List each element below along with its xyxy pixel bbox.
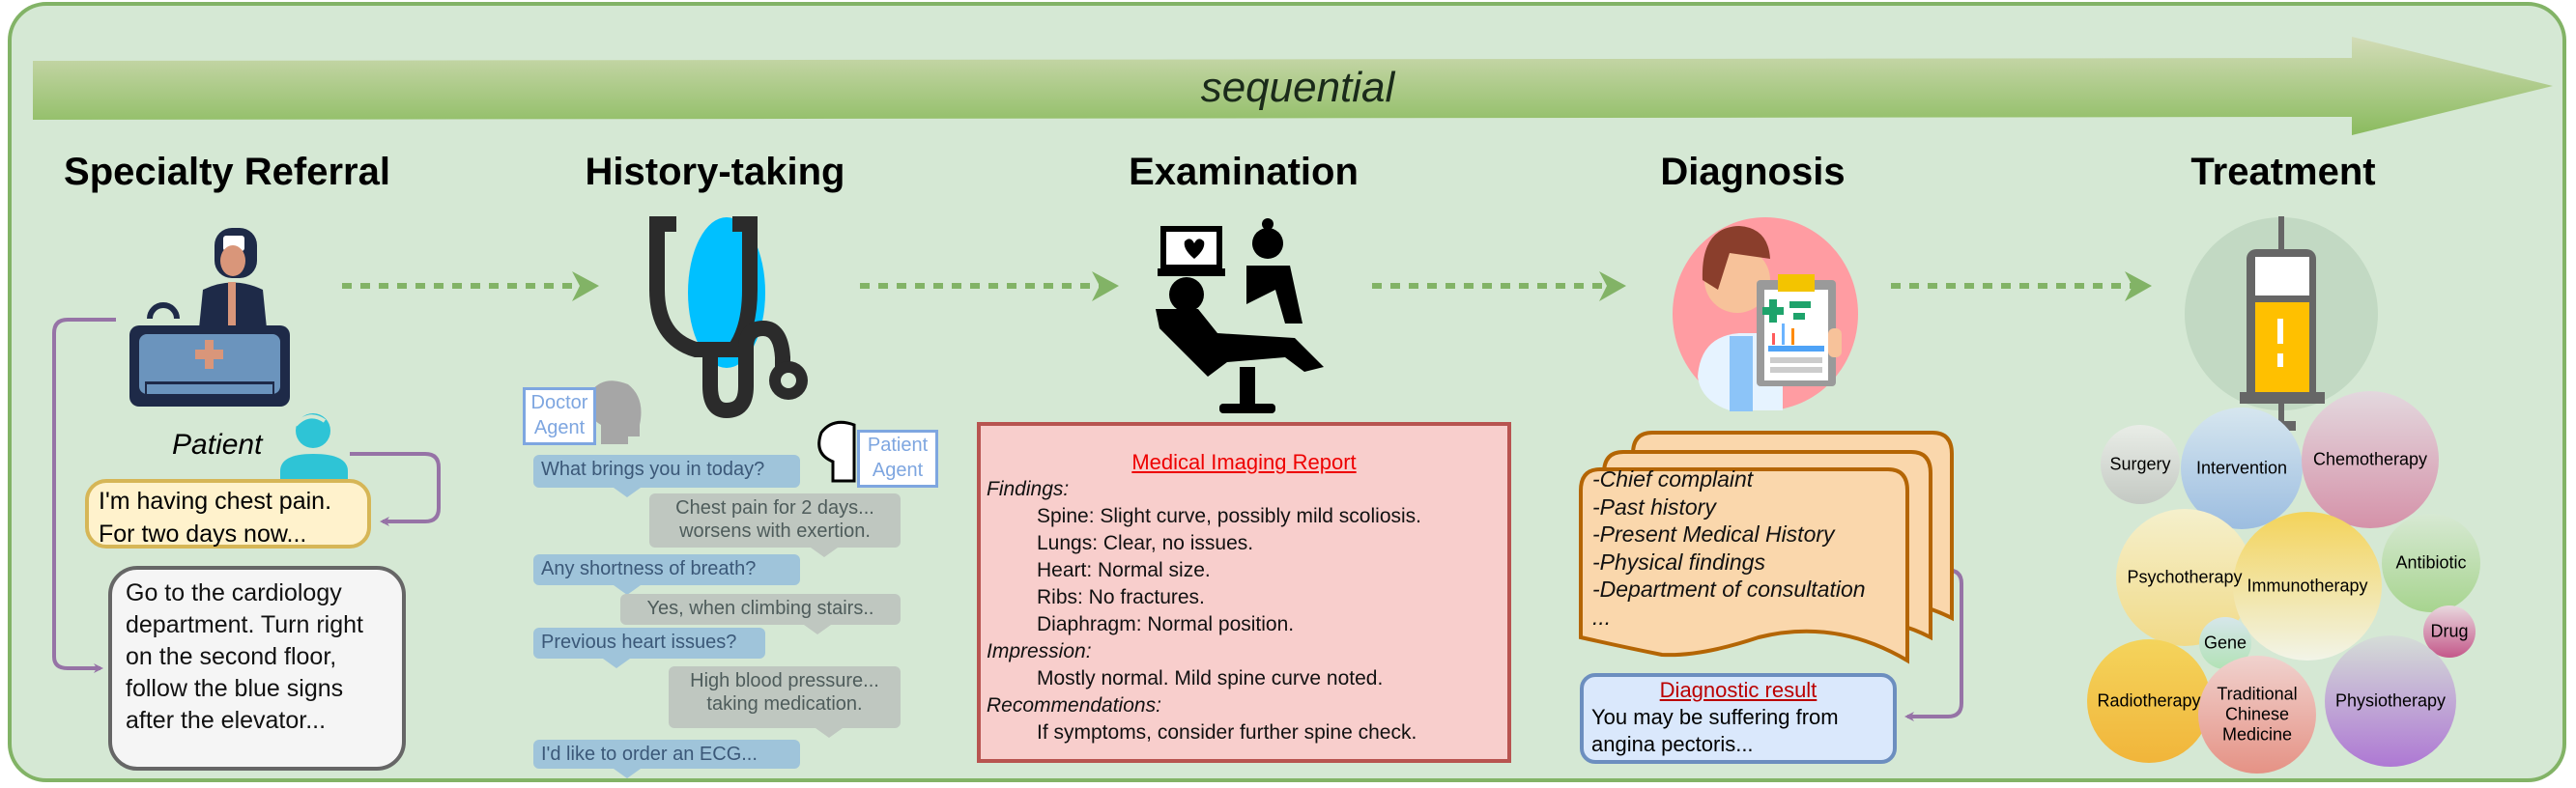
- report-title: Medical Imaging Report: [1131, 450, 1357, 474]
- diagnosis-feedback-arrow: [1904, 568, 1963, 721]
- treatment-bubble: [2325, 635, 2456, 767]
- patient-agent-label: Patient Agent: [857, 430, 938, 488]
- treatment-bubble: [2233, 512, 2382, 661]
- doctor-agent-label: Doctor Agent: [523, 387, 596, 445]
- treatment-label: Drug: [2430, 621, 2469, 641]
- treatment-label: Antibiotic: [2395, 552, 2467, 573]
- finding-item: Lungs: Clear, no issues.: [1037, 532, 1254, 554]
- diagnostic-result-box: Diagnostic result You may be suffering f…: [1580, 673, 1897, 764]
- stage-title-diagnosis: Diagnosis: [1660, 151, 1846, 193]
- message-line: Chest pain for 2 days...: [675, 497, 874, 519]
- arrowhead-2: [1092, 271, 1119, 301]
- medical-record-stack: [1579, 431, 1954, 664]
- referral-feedback-arrow: [52, 318, 116, 673]
- impression-text: Mostly normal. Mild spine curve noted.: [1037, 667, 1384, 690]
- sequential-label: sequential: [1200, 64, 1395, 111]
- treatment-bubble: [2101, 425, 2180, 504]
- arrowhead-3: [1599, 271, 1626, 301]
- sequential-arrow: [33, 37, 2553, 135]
- agent-label-line: Agent: [533, 417, 586, 438]
- treatment-label: Psychotherapy: [2127, 567, 2243, 587]
- impression-heading: Impression:: [987, 640, 1092, 662]
- agent-label-line: Doctor: [530, 392, 588, 413]
- stage-title-history-taking: History-taking: [585, 151, 845, 193]
- treatment-label: Immunotherapy: [2247, 576, 2368, 596]
- medical-record-items: -Chief complaint -Past history -Present …: [1592, 465, 1866, 631]
- diagnostic-result-title: Diagnostic result: [1659, 678, 1818, 702]
- stethoscope-icon: [649, 216, 808, 419]
- speech-line: I'm having chest pain.: [99, 488, 332, 515]
- patient-speech-bubble: I'm having chest pain. For two days now.…: [85, 479, 371, 549]
- recommendations-heading: Recommendations:: [987, 694, 1161, 717]
- patient-message: High blood pressure... taking medication…: [669, 666, 901, 738]
- patient-message: Yes, when climbing stairs..: [620, 594, 901, 634]
- treatment-bubble: [2423, 605, 2476, 658]
- arrowhead-4: [2125, 271, 2152, 301]
- treatment-label: Radiotherapy: [2097, 690, 2201, 711]
- treatment-label: Physiotherapy: [2334, 690, 2447, 711]
- finding-item: Ribs: No fractures.: [1037, 586, 1205, 608]
- patient-brain-icon: [817, 420, 856, 483]
- treatment-bubble: [2198, 656, 2316, 774]
- diagnostic-result-line: You may be suffering from: [1591, 705, 1839, 729]
- doctor-message: I'd like to order an ECG...: [533, 740, 800, 778]
- findings-heading: Findings:: [987, 478, 1070, 500]
- record-item: -Past history: [1592, 493, 1716, 520]
- stage-title-specialty-referral: Specialty Referral: [64, 151, 390, 193]
- doctor-message: Any shortness of breath?: [533, 554, 800, 595]
- agent-label-line: Patient: [867, 435, 929, 456]
- treatment-bubble: [2199, 617, 2251, 669]
- doctor-clipboard-icon: [1673, 217, 1858, 411]
- record-item: -Chief complaint: [1592, 466, 1754, 492]
- speech-line: For two days now...: [99, 521, 307, 548]
- record-item: -Present Medical History: [1592, 521, 1835, 547]
- arrowhead-1: [572, 271, 599, 301]
- finding-item: Heart: Normal size.: [1037, 559, 1211, 581]
- doctor-brain-icon: [588, 380, 642, 444]
- treatment-label: Chemotherapy: [2312, 449, 2428, 469]
- finding-item: Spine: Slight curve, possibly mild scoli…: [1037, 505, 1421, 527]
- stage-title-examination: Examination: [1129, 151, 1359, 193]
- receptionist-icon: [129, 228, 290, 407]
- recommendations-text: If symptoms, consider further spine chec…: [1037, 721, 1417, 744]
- diagnostic-result-line: angina pectoris...: [1591, 732, 1754, 756]
- treatment-bubble: [2116, 509, 2253, 646]
- treatment-label: Surgery: [2109, 454, 2171, 474]
- patient-label: Patient: [172, 429, 263, 461]
- record-item: -Physical findings: [1592, 549, 1765, 575]
- receptionist-reply-box: Go to the cardiology department. Turn ri…: [108, 566, 406, 771]
- treatment-label: Intervention: [2195, 458, 2288, 478]
- medical-imaging-report: Medical Imaging Report Findings: Spine: …: [977, 422, 1511, 763]
- patient-feedback-arrow: [350, 452, 441, 526]
- treatment-bubble: [2087, 639, 2211, 763]
- doctor-message: Previous heart issues?: [533, 628, 765, 668]
- patient-icon: [280, 413, 348, 488]
- message-line: worsens with exertion.: [679, 521, 871, 542]
- finding-item: Diaphragm: Normal position.: [1037, 613, 1295, 635]
- record-item: ...: [1592, 604, 1612, 630]
- message-line: taking medication.: [706, 693, 863, 715]
- record-item: -Department of consultation: [1592, 577, 1866, 602]
- examination-icon: [1156, 218, 1324, 413]
- treatment-label: Gene: [2203, 633, 2247, 653]
- message-line: High blood pressure...: [690, 670, 879, 691]
- agent-label-line: Agent: [872, 460, 924, 481]
- treatment-bubble: [2302, 391, 2439, 528]
- patient-message: Chest pain for 2 days... worsens with ex…: [649, 493, 901, 557]
- stage-title-treatment: Treatment: [2190, 151, 2376, 193]
- treatment-bubble: [2181, 408, 2303, 529]
- treatment-bubble: [2382, 514, 2480, 612]
- doctor-message: What brings you in today?: [533, 455, 800, 497]
- treatment-bubbles: [2087, 391, 2480, 774]
